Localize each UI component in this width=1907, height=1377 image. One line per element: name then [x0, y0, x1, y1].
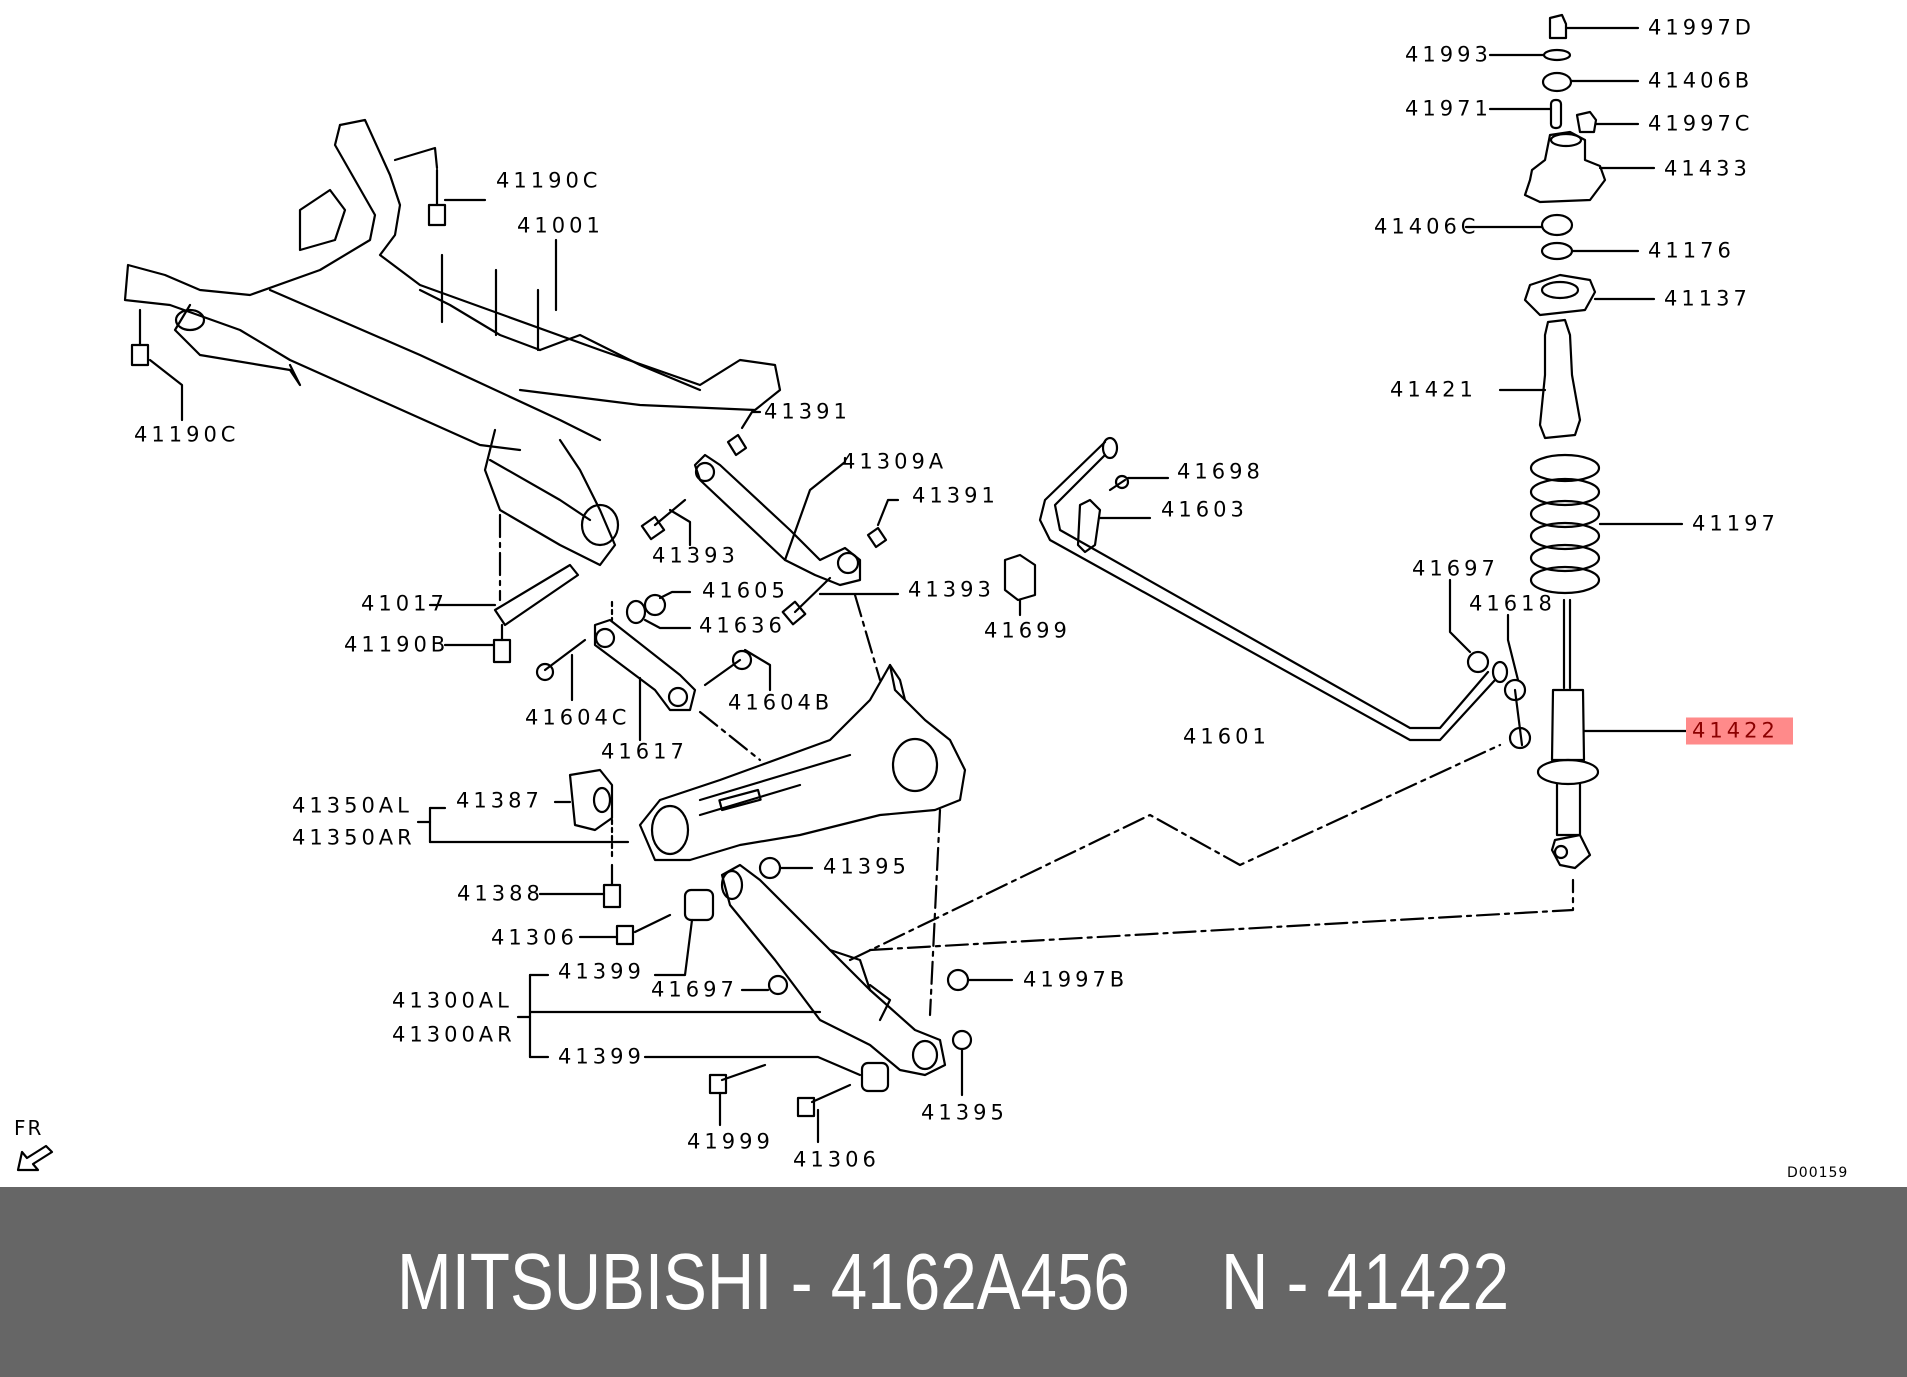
label-41618: 41618 [1469, 591, 1556, 616]
label-41604C: 41604C [525, 705, 631, 730]
front-arrow-icon [16, 1144, 54, 1172]
label-41406C: 41406C [1374, 214, 1480, 239]
label-41997B: 41997B [1023, 967, 1129, 992]
label-41601: 41601 [1183, 724, 1270, 749]
label-41698: 41698 [1177, 459, 1264, 484]
nut-41391b [866, 526, 888, 549]
label-41422-highlighted[interactable]: 41422 [1686, 717, 1793, 745]
label-41399-lower: 41399 [558, 1044, 645, 1069]
label-41306-lower: 41306 [793, 1147, 880, 1172]
label-41997D: 41997D [1648, 15, 1755, 40]
label-41350AL: 41350AL [292, 793, 413, 818]
banner-text: MITSUBISHI - 4162A456 N - 41422 [397, 1237, 1510, 1326]
link-41617 [593, 618, 697, 742]
parts-diagram: 41997D 41993 41406B 41971 41997C 41433 4… [14, 13, 1849, 1181]
stabilizer-bar-41601 [1038, 436, 1509, 742]
label-41395-upper: 41395 [823, 854, 910, 879]
crossmember-41001 [123, 118, 782, 567]
bolt-41190c-top [393, 146, 487, 227]
label-41636: 41636 [699, 613, 786, 638]
shock-absorber-41422 [1536, 598, 1600, 870]
label-41350AR: 41350AR [292, 825, 416, 850]
lower-arm-41300 [720, 863, 947, 1077]
part-number-banner: MITSUBISHI - 4162A456 N - 41422 [0, 1187, 1907, 1377]
label-41017: 41017 [361, 591, 448, 616]
label-41300AL: 41300AL [392, 988, 513, 1013]
label-41001: 41001 [517, 213, 604, 238]
label-41393-left: 41393 [652, 543, 739, 568]
label-41309A: 41309A [842, 449, 948, 474]
label-41306-upper: 41306 [491, 925, 578, 950]
label-41395-lower: 41395 [921, 1100, 1008, 1125]
front-direction-label: FR [14, 1116, 44, 1140]
label-41699: 41699 [984, 618, 1071, 643]
nut-41997D [1548, 13, 1568, 40]
label-41387: 41387 [456, 788, 543, 813]
label-41190C-top: 41190C [496, 168, 602, 193]
label-41406B: 41406B [1648, 68, 1754, 93]
label-41697-stabilizer: 41697 [1412, 556, 1499, 581]
bolt-41190c-left [130, 308, 184, 422]
label-41399-upper: 41399 [558, 959, 645, 984]
label-41197: 41197 [1692, 511, 1779, 536]
upper-arm-41309A [693, 453, 862, 587]
label-41997C: 41997C [1648, 111, 1754, 136]
label-41393-right: 41393 [908, 577, 995, 602]
label-41993: 41993 [1405, 42, 1492, 67]
label-41971: 41971 [1405, 96, 1492, 121]
label-41137: 41137 [1664, 286, 1751, 311]
label-41388: 41388 [457, 881, 544, 906]
label-41176: 41176 [1648, 238, 1735, 263]
label-41697-arm: 41697 [651, 977, 738, 1002]
label-41603: 41603 [1161, 497, 1248, 522]
label-41617: 41617 [601, 739, 688, 764]
label-41999: 41999 [687, 1129, 774, 1154]
label-41605: 41605 [702, 578, 789, 603]
label-41391-upper: 41391 [764, 399, 851, 424]
label-41604B: 41604B [728, 690, 834, 715]
label-41433: 41433 [1664, 156, 1751, 181]
trailing-arm-41350 [638, 663, 967, 862]
label-41190C-left: 41190C [134, 422, 240, 447]
coil-spring-41197 [1529, 453, 1601, 595]
suspension-line-art [16, 13, 1688, 1172]
label-41421: 41421 [1390, 377, 1477, 402]
nut-41391a [726, 433, 748, 457]
label-41391-lower: 41391 [912, 483, 999, 508]
diagram-reference-code: D00159 [1787, 1165, 1849, 1181]
label-41300AR: 41300AR [392, 1022, 516, 1047]
label-41190B: 41190B [344, 632, 450, 657]
